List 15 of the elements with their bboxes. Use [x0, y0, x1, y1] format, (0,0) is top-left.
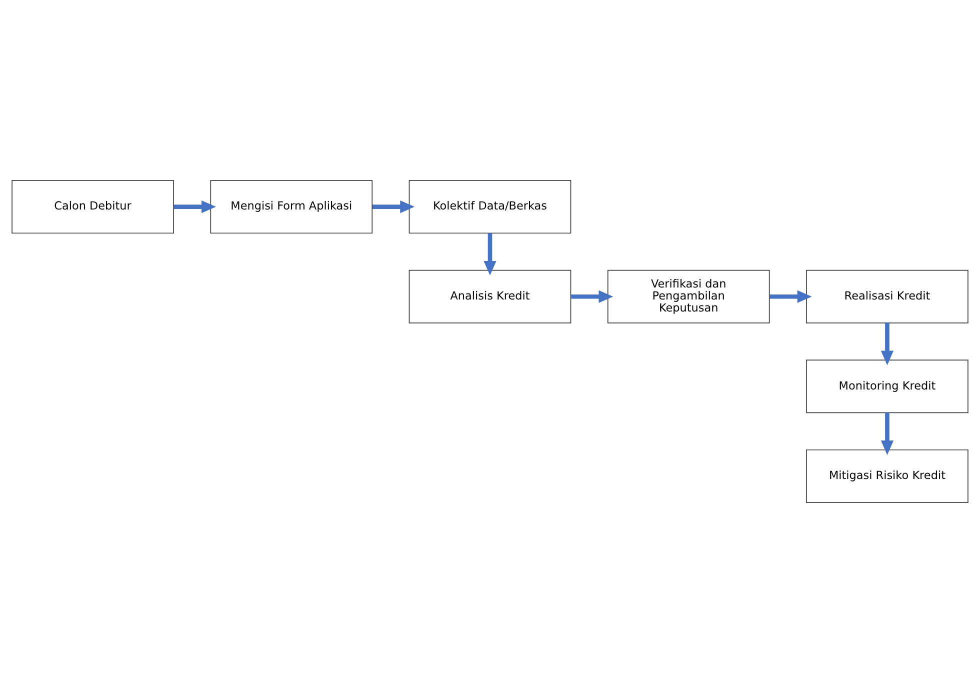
node-box: Verifikasi dan Pengambilan Keputusan — [607, 270, 770, 324]
arrow — [571, 290, 614, 303]
arrow — [770, 290, 812, 303]
arrow — [174, 200, 216, 214]
node-box: Calon Debitur — [12, 180, 174, 234]
arrow — [484, 233, 496, 276]
arrow — [880, 322, 894, 366]
node-box: Mitigasi Risiko Kredit — [806, 449, 968, 503]
node-box: Monitoring Kredit — [806, 360, 968, 414]
arrow — [372, 200, 415, 214]
node-box: Realisasi Kredit — [806, 270, 968, 324]
node-box: Mengisi Form Aplikasi — [210, 180, 373, 234]
arrow — [880, 412, 894, 455]
node-box: Analisis Kredit — [408, 270, 572, 324]
node-box: Kolektif Data/Berkas — [408, 180, 572, 234]
